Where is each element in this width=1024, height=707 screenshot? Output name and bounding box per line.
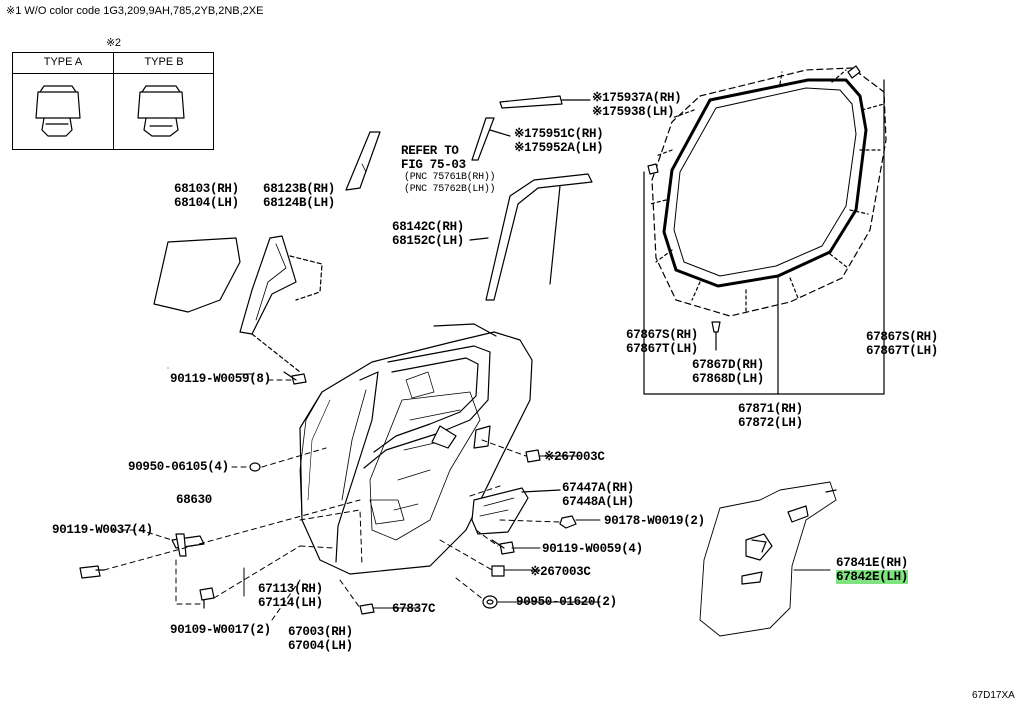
type-box-mark: ※2: [106, 37, 121, 49]
fastener-clip-67003c-bottom: [491, 565, 505, 577]
label-175951c[interactable]: ※175951C(RH) ※175952A(LH): [514, 127, 604, 155]
fastener-plug-90950-01620: [482, 595, 498, 609]
check-assembly-68630: [171, 533, 205, 557]
fastener-67837c: [359, 603, 375, 615]
label-90950-06105[interactable]: 90950-06105(4): [128, 460, 229, 474]
fastener-bolt-90119-0059-4: [491, 539, 515, 555]
label-175937a[interactable]: ※175937A(RH) ※175938(LH): [592, 91, 682, 119]
clip-type-table: TYPE A TYPE B: [12, 52, 214, 150]
footnote-color-code: ※1 W/O color code 1G3,209,9AH,785,2YB,2N…: [6, 5, 264, 17]
label-68103[interactable]: 68103(RH) 68104(LH): [174, 182, 239, 210]
label-68142c[interactable]: 68142C(RH) 68152C(LH): [392, 220, 465, 248]
label-90178-w0019[interactable]: 90178-W0019(2): [604, 514, 705, 528]
label-67871[interactable]: 67871(RH) 67872(LH): [738, 402, 803, 430]
label-refer-to[interactable]: REFER TO FIG 75-03: [401, 144, 466, 172]
label-67003c-top[interactable]: ※267003C: [544, 450, 605, 464]
label-90119-w0037[interactable]: 90119-W0037(4): [52, 523, 153, 537]
leader-lines: [103, 379, 561, 621]
quarter-frame-68123b: [239, 235, 297, 335]
fastener-clip-67003c-top: [525, 449, 541, 463]
highlight-67842e[interactable]: 67842E(LH): [836, 570, 909, 584]
label-pnc: (PNC 75761B(RH)) (PNC 75762B(LH)): [404, 172, 496, 195]
service-hole-cover-67841e: [699, 481, 837, 637]
label-68630[interactable]: 68630: [176, 493, 213, 507]
fastener-bolt-90119-0037: [79, 565, 105, 579]
type-a-label: TYPE A: [43, 56, 83, 68]
label-67837c[interactable]: 67837C: [392, 602, 436, 616]
label-68123b[interactable]: 68123B(RH) 68124B(LH): [263, 182, 336, 210]
fastener-nut-90178: [559, 515, 577, 529]
label-67867s-right[interactable]: 67867S(RH) 67867T(LH): [866, 330, 939, 358]
rear-door-panel-67003: [299, 323, 533, 575]
type-b-label: TYPE B: [144, 56, 184, 68]
label-90119-w0059-8[interactable]: 90119-W0059(8): [170, 372, 271, 386]
label-67447a[interactable]: 67447A(RH) 67448A(LH): [562, 481, 635, 509]
label-67003c-bottom[interactable]: ※267003C: [530, 565, 591, 579]
label-90109-w0017[interactable]: 90109-W0017(2): [170, 623, 271, 637]
run-channel-68142c: [485, 173, 593, 301]
diagram-code: 67D17XA: [972, 690, 1015, 701]
fastener-bolt-90119-0059-8: [283, 371, 307, 385]
fastener-bolt-90109: [199, 587, 215, 609]
label-67867d[interactable]: 67867D(RH) 67868D(LH): [692, 358, 765, 386]
label-67841e[interactable]: 67841E(RH): [836, 556, 909, 570]
clip-type-a-drawing: [35, 85, 81, 137]
label-90119-w0059-4[interactable]: 90119-W0059(4): [542, 542, 643, 556]
label-67842e-highlighted[interactable]: 67842E(LH): [836, 570, 908, 584]
label-90950-01620[interactable]: 90950-01620(2): [516, 595, 617, 609]
label-67113[interactable]: 67113(RH) 67114(LH): [258, 582, 323, 610]
label-67003[interactable]: 67003(RH) 67004(LH): [288, 625, 353, 653]
quarter-glass-68103: [153, 237, 241, 313]
belt-moulding-175951c: [471, 117, 495, 161]
hinge-67447a: [471, 487, 529, 535]
door-weatherstrip-67871: [647, 65, 887, 317]
fastener-plug-90950-06105: [249, 462, 261, 472]
label-67867s-left[interactable]: 67867S(RH) 67867T(LH): [626, 328, 699, 356]
solid-leader-lines: [167, 367, 831, 609]
belt-moulding-175937a: [499, 95, 563, 109]
moulding-trim: [345, 131, 381, 191]
clip-type-b-drawing: [137, 85, 185, 137]
